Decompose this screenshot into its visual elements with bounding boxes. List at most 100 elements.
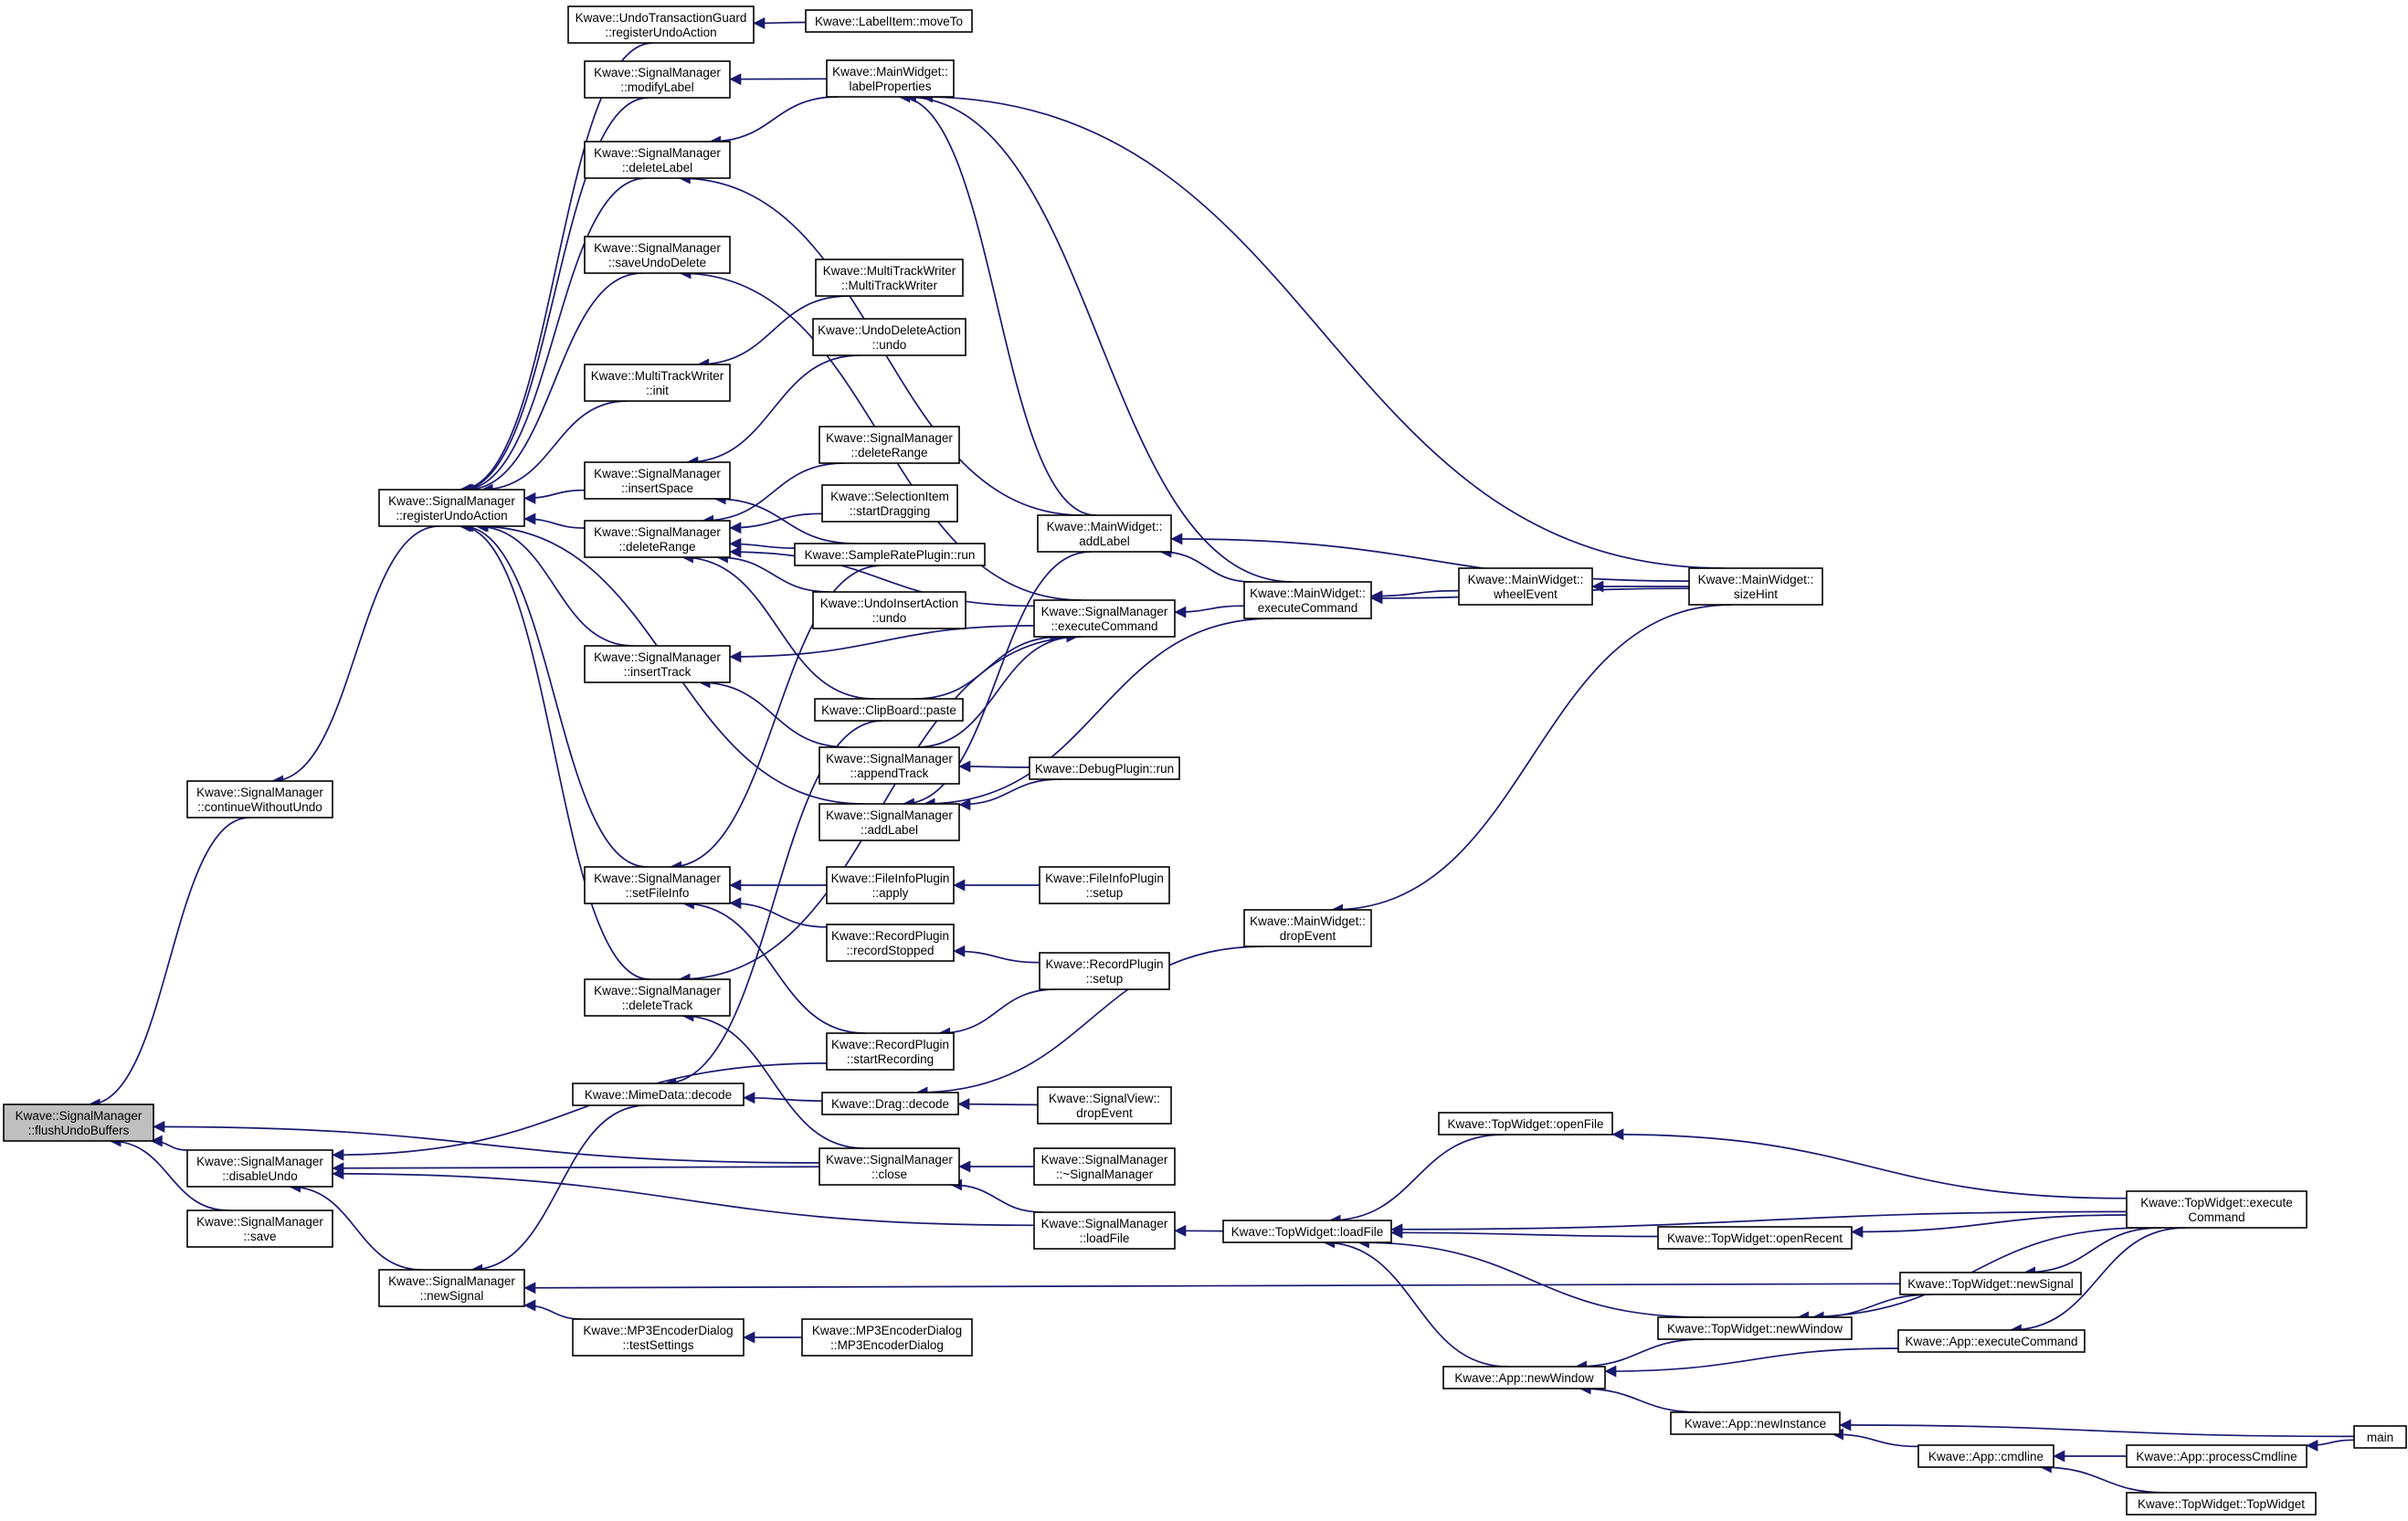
graph-node-mtwCtor[interactable]: Kwave::MultiTrackWriter::MultiTrackWrite… — [815, 259, 964, 297]
node-box — [812, 318, 966, 356]
edge-tlwExecCmd-to-tlwOpenFile — [1611, 1128, 2128, 1199]
node-label: ::executeCommand — [1051, 619, 1157, 633]
graph-node-deleteRangeSM[interactable]: Kwave::SignalManager::deleteRange — [584, 520, 731, 558]
graph-node-deleteLabel[interactable]: Kwave::SignalManager::deleteLabel — [584, 141, 731, 179]
node-box — [1458, 567, 1593, 606]
graph-node-mtwInit[interactable]: Kwave::MultiTrackWriter::init — [584, 364, 731, 402]
node-box — [2126, 1190, 2308, 1229]
node-box — [3, 1104, 154, 1142]
graph-node-deleteRange2[interactable]: Kwave::SignalManager::deleteRange — [819, 426, 960, 464]
graph-node-mwDropEvent[interactable]: Kwave::MainWidget::dropEvent — [1243, 909, 1372, 947]
node-box — [819, 1147, 960, 1186]
graph-node-insertSpace[interactable]: Kwave::SignalManager::insertSpace — [584, 461, 731, 500]
graph-node-registerUndoAction[interactable]: Kwave::SignalManager::registerUndoAction — [378, 489, 525, 527]
graph-node-tlwLoadFile[interactable]: Kwave::TopWidget::loadFile — [1222, 1220, 1392, 1243]
node-label: Kwave::UndoDeleteAction — [818, 323, 961, 337]
graph-node-appendTrack[interactable]: Kwave::SignalManager::appendTrack — [819, 746, 960, 785]
graph-node-setFileInfo[interactable]: Kwave::SignalManager::setFileInfo — [584, 866, 731, 904]
graph-node-mp3Test[interactable]: Kwave::MP3EncoderDialog::testSettings — [572, 1318, 745, 1357]
edge-svDropEvent-to-dragDecode — [957, 1098, 1039, 1111]
graph-node-fiSetup[interactable]: Kwave::FileInfoPlugin::setup — [1039, 866, 1170, 904]
graph-node-svDropEvent[interactable]: Kwave::SignalView::dropEvent — [1037, 1086, 1172, 1125]
graph-node-tlwNewWindow[interactable]: Kwave::TopWidget::newWindow — [1657, 1316, 1853, 1340]
graph-node-tlwExecCmd[interactable]: Kwave::TopWidget::executeCommand — [2126, 1190, 2308, 1229]
graph-node-recStopped[interactable]: Kwave::RecordPlugin::recordStopped — [826, 924, 955, 962]
node-label: ::registerUndoAction — [605, 26, 716, 39]
graph-node-tlwNewSignal[interactable]: Kwave::TopWidget::newSignal — [1899, 1272, 2082, 1295]
graph-node-mwExecCmd[interactable]: Kwave::MainWidget::executeCommand — [1243, 581, 1372, 619]
node-label: ::startDragging — [850, 504, 931, 518]
graph-node-recSetup[interactable]: Kwave::RecordPlugin::setup — [1039, 952, 1170, 990]
graph-node-smExecCmd[interactable]: Kwave::SignalManager::executeCommand — [1033, 599, 1176, 638]
node-box — [1688, 567, 1823, 606]
graph-node-newSignal[interactable]: Kwave::SignalManager::newSignal — [378, 1269, 525, 1307]
graph-node-mp3Ctor[interactable]: Kwave::MP3EncoderDialog::MP3EncoderDialo… — [801, 1318, 973, 1357]
node-label: ::deleteTrack — [622, 998, 693, 1012]
node-box — [567, 5, 755, 44]
graph-node-appExecCmd[interactable]: Kwave::App::executeCommand — [1897, 1329, 2086, 1353]
node-label: Kwave::TopWidget::execute — [2140, 1196, 2293, 1209]
node-label: ::setup — [1086, 886, 1124, 900]
node-label: Kwave::FileInfoPlugin — [831, 871, 950, 885]
graph-node-clipPaste[interactable]: Kwave::ClipBoard::paste — [814, 698, 964, 722]
graph-node-mwLabelProps[interactable]: Kwave::MainWidget::labelProperties — [826, 59, 955, 98]
graph-node-disableUndo[interactable]: Kwave::SignalManager::disableUndo — [186, 1149, 333, 1188]
graph-node-smDtor[interactable]: Kwave::SignalManager::~SignalManager — [1033, 1147, 1176, 1186]
graph-node-undoInsertUndo[interactable]: Kwave::UndoInsertAction::undo — [812, 591, 966, 629]
node-label: Kwave::SignalManager — [196, 786, 323, 799]
node-box — [826, 866, 955, 904]
graph-node-mwSizeHint[interactable]: Kwave::MainWidget::sizeHint — [1688, 567, 1823, 606]
graph-node-modifyLabel[interactable]: Kwave::SignalManager::modifyLabel — [584, 60, 731, 99]
node-label: ::undo — [872, 338, 907, 352]
graph-node-smClose[interactable]: Kwave::SignalManager::close — [819, 1147, 960, 1186]
graph-node-save[interactable]: Kwave::SignalManager::save — [186, 1209, 333, 1248]
graph-node-tlwOpenFile[interactable]: Kwave::TopWidget::openFile — [1438, 1112, 1613, 1135]
edge-clipPaste-to-mimeDecode — [664, 720, 882, 1090]
graph-node-dragDecode[interactable]: Kwave::Drag::decode — [821, 1092, 959, 1115]
node-box — [584, 645, 731, 683]
graph-node-mwWheel[interactable]: Kwave::MainWidget::wheelEvent — [1458, 567, 1593, 606]
graph-node-main[interactable]: main — [2353, 1425, 2407, 1449]
graph-node-addLabelSM[interactable]: Kwave::SignalManager::addLabel — [819, 803, 960, 841]
node-label: Kwave::TopWidget::openFile — [1447, 1117, 1603, 1131]
graph-node-appProcCmd[interactable]: Kwave::App::processCmdline — [2126, 1444, 2308, 1468]
edge-undoInsertUndo-to-deleteRangeSM — [715, 551, 830, 593]
edge-mwSizeHint-to-mwLabelProps — [920, 90, 1725, 569]
graph-node-undoDeleteUndo[interactable]: Kwave::UndoDeleteAction::undo — [812, 318, 966, 356]
graph-node-insertTrack[interactable]: Kwave::SignalManager::insertTrack — [584, 645, 731, 683]
graph-node-appNewWindow[interactable]: Kwave::App::newWindow — [1442, 1366, 1606, 1389]
node-box — [812, 591, 966, 629]
node-label: ::startRecording — [847, 1052, 934, 1066]
edge-mwExecCmd-to-mwAddLabel — [1159, 545, 1252, 583]
node-box — [378, 489, 525, 527]
edge-recSetup-to-recStart — [938, 988, 1056, 1040]
node-box — [584, 364, 731, 402]
graph-node-mwAddLabel[interactable]: Kwave::MainWidget::addLabel — [1037, 514, 1172, 553]
graph-node-selStartDrag[interactable]: Kwave::SelectionItem::startDragging — [821, 484, 958, 523]
graph-node-srPluginRun[interactable]: Kwave::SampleRatePlugin::run — [794, 543, 986, 566]
node-label: ::close — [871, 1167, 907, 1181]
graph-node-debugRun[interactable]: Kwave::DebugPlugin::run — [1029, 756, 1180, 780]
node-label: Kwave::SampleRatePlugin::run — [805, 548, 976, 562]
graph-node-continueWithoutUndo[interactable]: Kwave::SignalManager::continueWithoutUnd… — [186, 780, 333, 819]
node-label: Kwave::SignalManager — [826, 1153, 953, 1167]
graph-node-fiApply[interactable]: Kwave::FileInfoPlugin::apply — [826, 866, 955, 904]
graph-node-smLoadFile[interactable]: Kwave::SignalManager::loadFile — [1033, 1211, 1176, 1250]
graph-node-deleteTrack[interactable]: Kwave::SignalManager::deleteTrack — [584, 978, 731, 1017]
node-box — [1039, 866, 1170, 904]
graph-node-utgRegister[interactable]: Kwave::UndoTransactionGuard::registerUnd… — [567, 5, 755, 44]
graph-node-labelMoveTo[interactable]: Kwave::LabelItem::moveTo — [805, 9, 973, 33]
graph-node-tlwOpenRecent[interactable]: Kwave::TopWidget::openRecent — [1657, 1226, 1853, 1250]
node-label: Kwave::MainWidget:: — [832, 65, 948, 79]
graph-node-saveUndoDelete[interactable]: Kwave::SignalManager::saveUndoDelete — [584, 236, 731, 274]
node-box — [186, 1149, 333, 1188]
edge-tlwExecCmd-to-tlwOpenRecent — [1851, 1214, 2128, 1238]
edge-deleteTrack-to-registerUndoAction — [459, 520, 650, 980]
graph-node-appCmdline[interactable]: Kwave::App::cmdline — [1917, 1444, 2054, 1468]
graph-node-mimeDecode[interactable]: Kwave::MimeData::decode — [572, 1083, 745, 1106]
node-box — [826, 1032, 955, 1071]
graph-node-tlwCtor[interactable]: Kwave::TopWidget::TopWidget — [2126, 1492, 2317, 1516]
graph-node-appNewInstance[interactable]: Kwave::App::newInstance — [1670, 1411, 1841, 1435]
graph-node-flushUndoBuffers[interactable]: Kwave::SignalManager::flushUndoBuffers — [3, 1104, 154, 1142]
graph-node-recStart[interactable]: Kwave::RecordPlugin::startRecording — [826, 1032, 955, 1071]
